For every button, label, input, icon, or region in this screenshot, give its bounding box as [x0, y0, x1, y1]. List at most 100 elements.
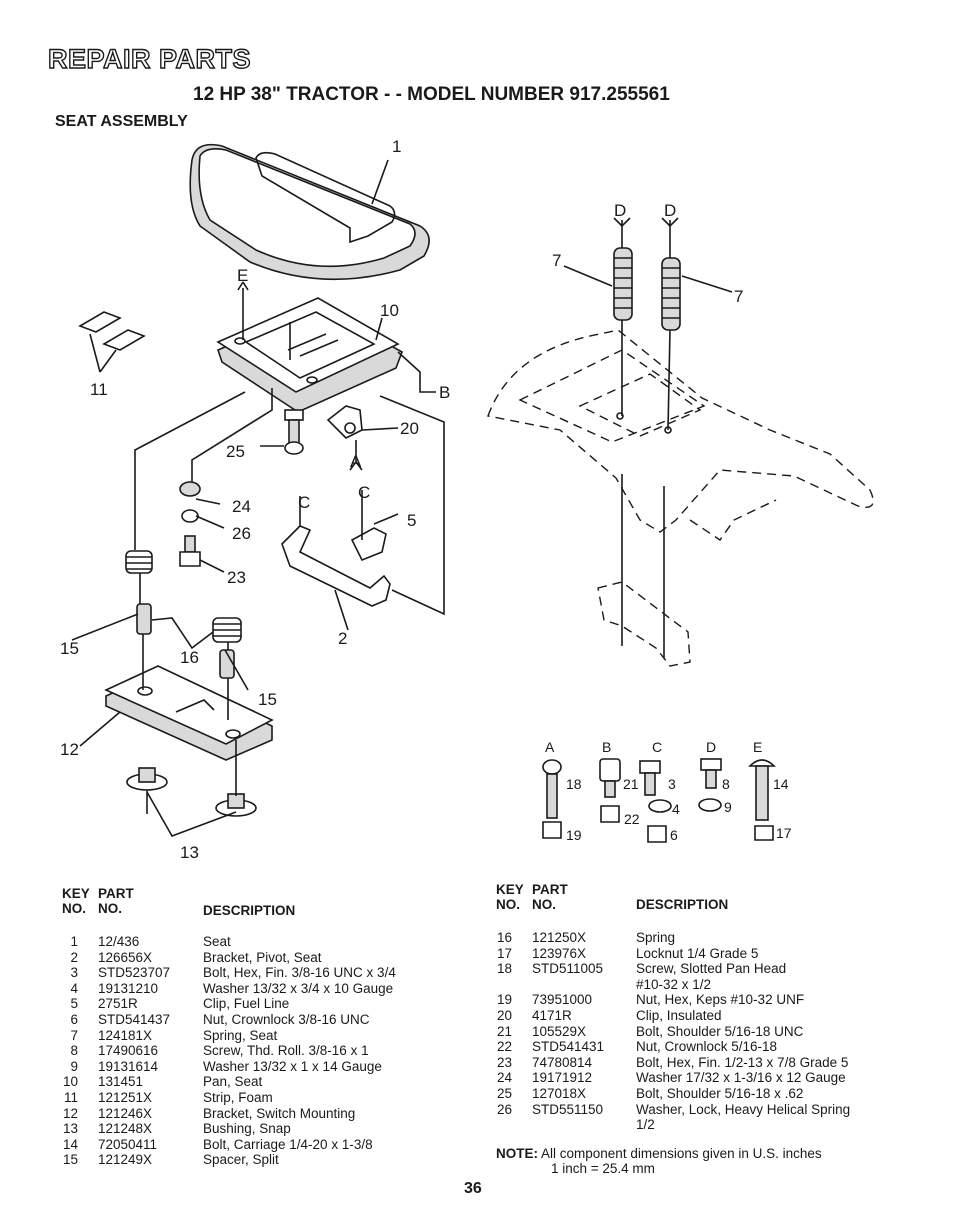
note-line1: All component dimensions given in U.S. i…: [541, 1146, 822, 1161]
callout: 6: [670, 827, 678, 843]
table-row: #10-32 x 1/2: [496, 977, 916, 993]
callout: 7: [734, 287, 743, 306]
description: Locknut 1/4 Grade 5: [636, 945, 759, 961]
header-partno: NO.: [98, 901, 123, 916]
key-no: 12: [62, 1105, 78, 1121]
callout: 21: [623, 776, 639, 792]
callout: A: [350, 452, 362, 471]
callout: 18: [566, 776, 582, 792]
part-no: 73951000: [532, 992, 593, 1008]
part-no: STD551150: [532, 1101, 604, 1117]
key-no: 1: [70, 934, 78, 949]
part-no: 123976X: [532, 945, 587, 961]
part-no: 121246X: [98, 1105, 153, 1121]
description: Washer 13/32 x 1 x 14 Gauge: [203, 1058, 382, 1074]
key-no: 17: [496, 945, 512, 961]
header-key: KEY: [62, 886, 90, 901]
switch-bracket-drawing: [104, 665, 274, 761]
part-no: STD541437: [98, 1011, 171, 1027]
hardware-labels: A B C D E 18 21 3 8 14 4 9 22 19 6 17: [545, 739, 792, 843]
key-no: 5: [70, 996, 78, 1012]
springs-spacers-drawing: [125, 550, 242, 679]
callout: 17: [776, 825, 792, 841]
part-no: STD523707: [98, 965, 171, 981]
hardware-letter: D: [706, 739, 716, 755]
callout: 7: [552, 251, 561, 270]
description: Bolt, Shoulder 5/16-18 UNC: [636, 1023, 804, 1039]
part-no: 74780814: [532, 1054, 593, 1070]
key-no: 23: [496, 1054, 512, 1070]
part-no: 17490616: [98, 1043, 159, 1059]
callout: 8: [722, 776, 730, 792]
hardware-letter: A: [545, 739, 555, 755]
description: Clip, Insulated: [636, 1007, 722, 1023]
key-no: 7: [70, 1027, 78, 1043]
seat-springs-drawing: [563, 217, 733, 431]
callout: E: [237, 266, 248, 285]
key-no: 4: [70, 980, 78, 996]
key-no: 6: [70, 1011, 78, 1027]
callout: D: [614, 201, 626, 220]
description: Pan, Seat: [203, 1074, 263, 1090]
page-number: 36: [464, 1180, 482, 1197]
tractor-body-drawing: [487, 329, 874, 667]
header-partno: NO.: [532, 897, 557, 912]
key-no: 19: [496, 992, 512, 1008]
section-title: SEAT ASSEMBLY: [55, 113, 188, 130]
key-no: 2: [70, 949, 78, 965]
description: Bracket, Pivot, Seat: [203, 949, 322, 965]
key-no: 11: [63, 1089, 78, 1105]
hardware-letter: B: [602, 739, 611, 755]
description: Washer 13/32 x 3/4 x 10 Gauge: [203, 980, 394, 996]
part-no: 4171R: [532, 1007, 572, 1023]
note-line2: 1 inch = 25.4 mm: [551, 1161, 655, 1176]
callout: 23: [227, 568, 246, 587]
callout: 11: [90, 380, 108, 399]
description: Nut, Crownlock 3/8-16 UNC: [203, 1011, 370, 1027]
callout: 2: [338, 629, 347, 648]
part-no: 19171912: [532, 1070, 593, 1086]
description: Nut, Hex, Keps #10-32 UNF: [636, 992, 805, 1008]
part-no: 127018X: [532, 1085, 587, 1101]
callout: 13: [180, 843, 199, 862]
key-no: 20: [496, 1007, 512, 1023]
clip-bracket-drawing: [281, 405, 391, 607]
callout: 1: [392, 137, 401, 156]
part-no: 12/436: [98, 934, 140, 949]
key-no: 9: [70, 1058, 78, 1074]
callout: C: [298, 493, 310, 512]
model-subtitle: 12 HP 38" TRACTOR - - MODEL NUMBER 917.2…: [193, 84, 670, 105]
header-key: KEY: [496, 882, 524, 897]
table-row: 12 121246X Bracket, Switch Mounting: [62, 1106, 462, 1122]
description: 1/2: [636, 1117, 655, 1133]
header-part: PART: [98, 886, 134, 901]
fasteners-drawing: [179, 409, 304, 567]
callout: 9: [724, 799, 732, 815]
description: Bolt, Shoulder 5/16-18 x .62: [636, 1085, 804, 1101]
part-no: 131451: [98, 1074, 144, 1090]
header-desc: DESCRIPTION: [203, 903, 296, 918]
part-no: STD511005: [532, 961, 604, 977]
description: Screw, Slotted Pan Head: [636, 961, 787, 977]
table-row: 19 73951000 Nut, Hex, Keps #10-32 UNF: [496, 992, 916, 1008]
callout: 3: [668, 776, 676, 792]
hardware-letter: C: [652, 739, 662, 755]
part-no: 2751R: [98, 996, 138, 1012]
seat-drawing: [189, 143, 430, 281]
callout: 10: [380, 301, 399, 320]
description: Bracket, Switch Mounting: [203, 1105, 356, 1121]
hardware-drawing: [542, 758, 776, 843]
note: NOTE: All component dimensions given in …: [496, 1146, 822, 1176]
table-row: 1/2: [496, 1117, 916, 1133]
